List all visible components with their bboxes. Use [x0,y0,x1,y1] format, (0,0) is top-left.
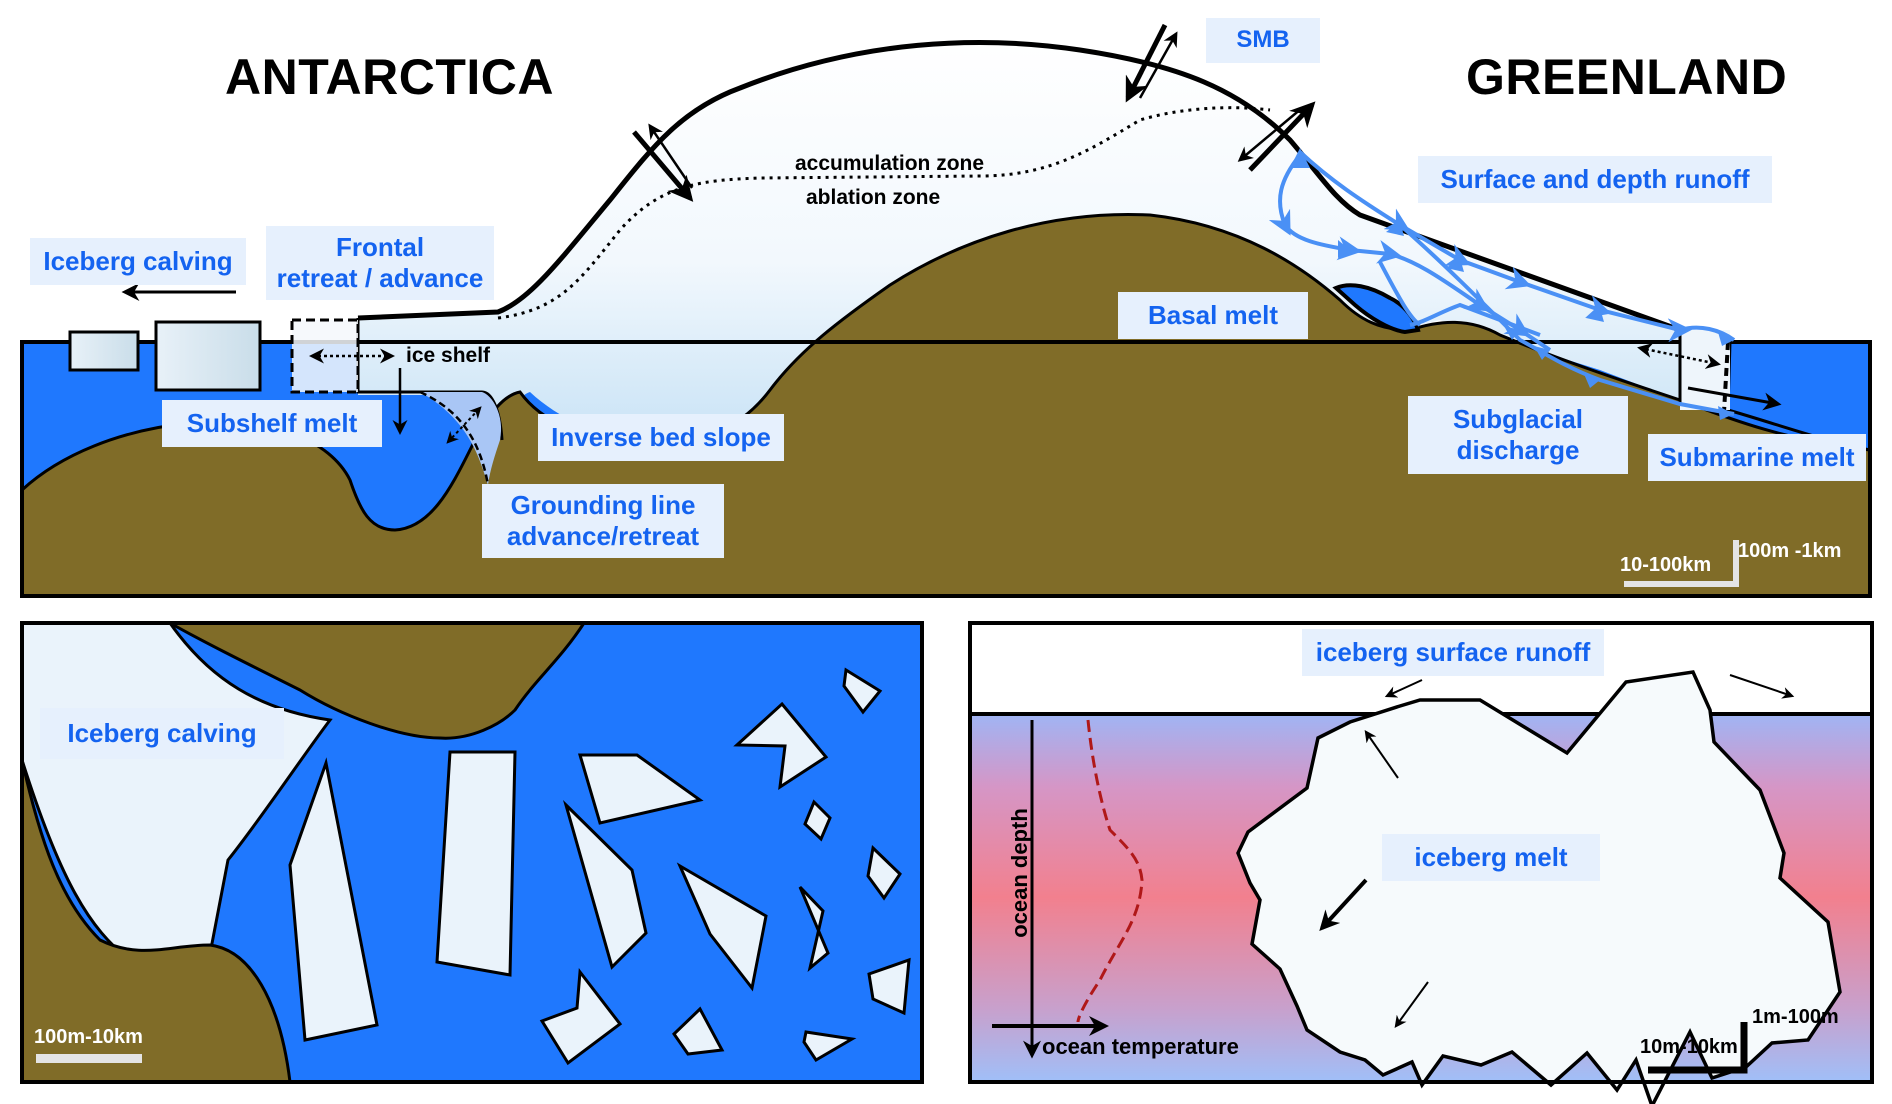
bottom-left-panel [20,621,924,1084]
melt-arrow-lower [1394,981,1429,1028]
bedrock-top [164,621,587,740]
iceberg-large [154,320,262,392]
iceberg-body [1236,670,1842,1104]
top-scale-vertical: 100m -1km [1738,540,1842,562]
label-frontal: Frontal retreat / advance [266,226,494,301]
temperature-profile [1076,719,1144,1023]
bottom-right-panel [968,621,1874,1104]
label-subglacial-line2: discharge [1456,435,1580,466]
label-grounding-line2: advance/retreat [506,521,700,552]
melt-arrow-upper [1364,730,1399,779]
label-frontal-line2: retreat / advance [276,263,484,294]
annotation-ice-shelf: ice shelf [406,344,491,367]
smb-arrows-right [1237,101,1316,172]
bottom-left-scale-bar [36,1054,142,1063]
label-iceberg-calving-bottom: Iceberg calving [40,708,284,760]
calved-icebergs [288,667,911,1066]
runoff-arrow-right [1729,674,1795,699]
label-smb: SMB [1206,18,1320,63]
label-grounding-line1: Grounding line [510,490,696,520]
bottom-left-scale-label: 100m-10km [34,1026,143,1048]
smb-arrows-middle [1125,23,1178,103]
bottom-right-scale-bar [1648,1022,1748,1074]
label-grounding-line: Grounding line advance/retreat [482,484,724,559]
annotation-accumulation-zone: accumulation zone [795,152,985,175]
bottom-right-scale-vertical: 1m-100m [1752,1006,1839,1028]
label-subshelf-melt: Subshelf melt [162,400,382,448]
terminus-dashed [1722,341,1730,413]
runoff-arrow-left [1384,679,1423,698]
label-iceberg-surface-runoff: iceberg surface runoff [1302,629,1604,677]
label-subglacial-discharge: Subglacial discharge [1408,396,1628,475]
ice-surface-line [357,39,1681,333]
bottom-right-frame [968,621,1874,1084]
bottom-right-scale-horizontal: 10m-10km [1640,1036,1738,1058]
label-iceberg-melt: iceberg melt [1382,834,1600,882]
axis-label-ocean-depth: ocean depth [1007,808,1032,938]
greenland-frontal-double-arrow [1637,343,1721,369]
grounding-double-arrow [446,406,482,444]
axis-label-ocean-temperature: ocean temperature [1042,1034,1239,1059]
title-greenland: GREENLAND [1466,49,1788,105]
bedrock-bottom [20,759,292,1084]
runoff-paths [1268,148,1736,420]
label-surface-runoff: Surface and depth runoff [1418,156,1772,204]
annotation-ablation-zone: ablation zone [806,186,941,209]
smb-arrows-left [632,123,694,202]
label-iceberg-calving-top: Iceberg calving [30,238,246,286]
bottom-left-frame [20,621,924,1084]
top-panel [20,23,1872,598]
top-scale-horizontal: 10-100km [1620,554,1712,576]
iceberg-small [68,330,140,372]
label-subglacial-line1: Subglacial [1452,404,1584,434]
label-frontal-line1: Frontal [335,232,425,262]
melt-arrow-middle [1319,878,1368,931]
title-antarctica: ANTARCTICA [225,49,555,105]
top-scale-bar [1624,540,1739,587]
label-basal-melt: Basal melt [1118,292,1308,340]
label-inverse-bed-slope: Inverse bed slope [538,414,784,462]
top-panel-frame [20,340,1872,598]
equilibrium-line [497,106,1271,320]
label-submarine-melt: Submarine melt [1648,434,1866,482]
submarine-melt-arrow [1687,386,1782,411]
